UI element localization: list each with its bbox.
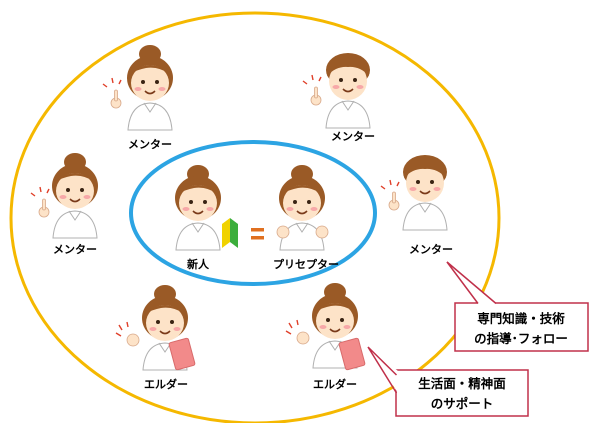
clipboard-icon (168, 337, 196, 371)
pointing-hand-icon (302, 74, 322, 106)
pointing-hand-icon (102, 77, 122, 109)
callout-mentor-line-2: の指導･フォロー (474, 331, 568, 346)
newcomer-label: 新人 (187, 257, 210, 271)
mentor-label-left: メンター (53, 243, 97, 256)
mentor-label-right: メンター (409, 243, 453, 256)
clipboard-icon (338, 337, 366, 371)
mentor-left-figure (51, 152, 99, 239)
waving-hand-icon (285, 319, 310, 345)
beginner-badge-icon (222, 218, 238, 248)
pointing-hand-icon (30, 186, 50, 218)
mentor-right-figure (402, 154, 448, 231)
equals-icon (251, 228, 264, 240)
elder-label-left: エルダー (144, 377, 188, 391)
callout-elder-line-2: のサポート (431, 396, 494, 411)
waving-hand-icon (115, 321, 140, 347)
mentor-label-top-left: メンター (128, 138, 172, 151)
preceptor-label: プリセプター (273, 257, 339, 271)
mentor-top-right-figure (325, 52, 371, 129)
callout-elder-support: 生活面・精神面 のサポート (367, 346, 529, 417)
elder-label-right: エルダー (313, 377, 357, 391)
newcomer-figure (174, 164, 222, 251)
callout-elder-line-1: 生活面・精神面 (418, 376, 506, 391)
mentor-top-left-figure (126, 44, 174, 131)
outer-team-ring (9, 11, 501, 423)
callout-mentor-line-1: 専門知識・技術 (477, 311, 565, 326)
mentor-label-top-right: メンター (331, 130, 375, 143)
pointing-hand-icon (380, 179, 400, 211)
callout-mentor-support: 専門知識・技術 の指導･フォロー (446, 261, 589, 352)
inner-pair-ring (129, 140, 377, 286)
cheer-fists-icon (276, 225, 329, 239)
